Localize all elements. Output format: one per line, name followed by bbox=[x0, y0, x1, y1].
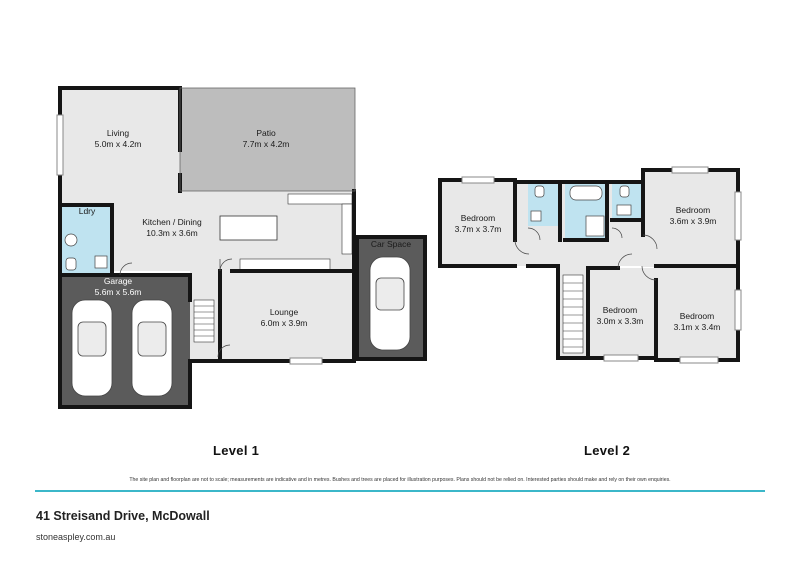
toilet-icon bbox=[619, 185, 630, 198]
vanity-icon bbox=[530, 210, 542, 222]
disclaimer-text: The site plan and floorplan are not to s… bbox=[129, 477, 671, 483]
stairs-level-1 bbox=[193, 299, 215, 343]
room-name-bedroom-a: Bedroom bbox=[461, 213, 496, 223]
washing-machine-icon bbox=[64, 233, 78, 247]
bathtub-icon bbox=[569, 185, 603, 201]
vanity-icon bbox=[616, 204, 632, 216]
sink-icon bbox=[94, 255, 108, 269]
room-name-bedroom-b: Bedroom bbox=[676, 205, 711, 215]
kitchen-island bbox=[219, 215, 278, 241]
floorplan-drawing: Living 5.0m x 4.2m Patio 7.7m x 4.2m Ldr… bbox=[56, 86, 742, 409]
level-1-plan: Living 5.0m x 4.2m Patio 7.7m x 4.2m Ldr… bbox=[56, 86, 427, 409]
lounge-floor bbox=[220, 271, 354, 363]
room-size-garage: 5.6m x 5.6m bbox=[95, 287, 142, 297]
room-name-bedroom-c: Bedroom bbox=[603, 305, 638, 315]
room-name-garage: Garage bbox=[104, 276, 133, 286]
room-name-patio: Patio bbox=[256, 128, 276, 138]
bedroom-b-floor bbox=[643, 170, 738, 267]
room-size-bedroom-b: 3.6m x 3.9m bbox=[670, 216, 717, 226]
room-size-living: 5.0m x 4.2m bbox=[95, 139, 142, 149]
patio-outline bbox=[179, 87, 356, 192]
room-name-bedroom-d: Bedroom bbox=[680, 311, 715, 321]
room-size-bedroom-a: 3.7m x 3.7m bbox=[455, 224, 502, 234]
level-2-title: Level 2 bbox=[584, 443, 631, 458]
bedroom-d-floor bbox=[656, 268, 738, 360]
patio-floor bbox=[180, 88, 355, 191]
kitchen-bench-right bbox=[341, 203, 353, 255]
level-1-windows bbox=[56, 114, 323, 365]
agency-website: stoneaspley.com.au bbox=[36, 532, 116, 542]
room-size-bedroom-c: 3.0m x 3.3m bbox=[597, 316, 644, 326]
level-1-title: Level 1 bbox=[213, 443, 260, 458]
toilet-icon bbox=[534, 185, 545, 198]
car-icon bbox=[369, 256, 411, 351]
stairs-level-2 bbox=[562, 274, 584, 354]
car-icon bbox=[131, 299, 173, 397]
divider-line bbox=[35, 490, 765, 492]
room-size-lounge: 6.0m x 3.9m bbox=[261, 318, 308, 328]
living-floor bbox=[60, 88, 180, 195]
shower-icon bbox=[585, 215, 605, 237]
bedroom-a-floor bbox=[440, 180, 515, 266]
property-address: 41 Streisand Drive, McDowall bbox=[36, 509, 210, 523]
bedroom-c-floor bbox=[588, 268, 656, 358]
level-2-windows bbox=[461, 166, 742, 364]
room-name-living: Living bbox=[107, 128, 129, 138]
room-size-patio: 7.7m x 4.2m bbox=[243, 139, 290, 149]
room-size-bedroom-d: 3.1m x 3.4m bbox=[674, 322, 721, 332]
level-1-doors bbox=[119, 258, 233, 358]
room-name-kitchen: Kitchen / Dining bbox=[142, 217, 202, 227]
room-name-lounge: Lounge bbox=[270, 307, 299, 317]
level-2-plan: Bedroom 3.7m x 3.7m Bedroom 3.6m x 3.9m … bbox=[438, 166, 742, 364]
level-2-doors bbox=[514, 227, 658, 281]
kitchen-bench-bottom bbox=[239, 258, 331, 271]
toilet-icon bbox=[65, 257, 77, 271]
room-name-ldry: Ldry bbox=[79, 206, 96, 216]
room-size-kitchen: 10.3m x 3.6m bbox=[146, 228, 198, 238]
kitchen-bench-top bbox=[287, 193, 353, 205]
car-icon bbox=[71, 299, 113, 397]
room-name-car-space: Car Space bbox=[371, 239, 411, 249]
